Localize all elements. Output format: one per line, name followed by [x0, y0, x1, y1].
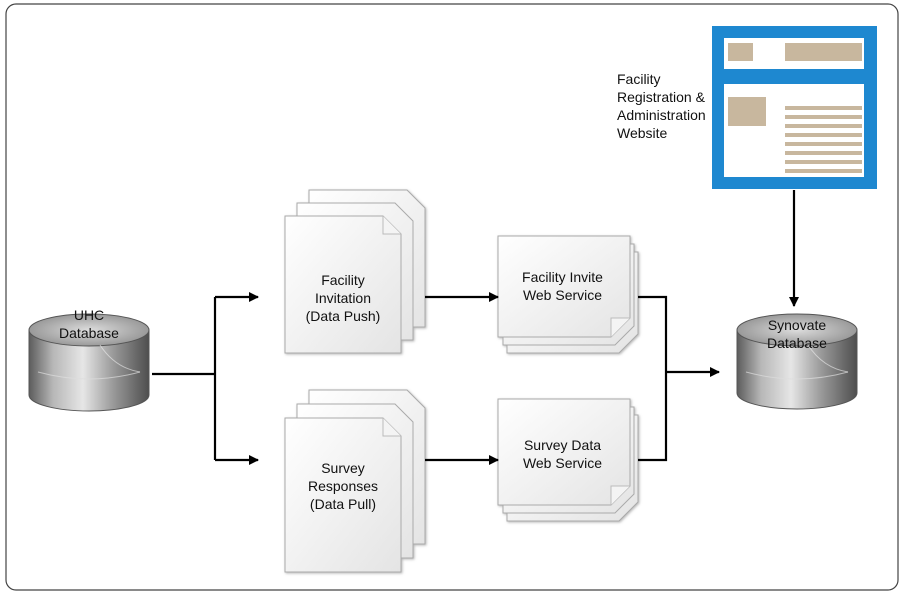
facility-invitation-doc-stack-icon — [284, 189, 426, 354]
survey-responses-label: Survey Responses (Data Pull) — [307, 460, 379, 512]
synovate-database-label: Synovate Database — [767, 317, 827, 351]
facility-invite-web-service-stack-icon — [497, 235, 639, 354]
survey-data-web-service-label: Survey Data Web Service — [522, 437, 603, 471]
uhc-database-label: UHC Database — [59, 307, 119, 341]
synovate-database-icon — [736, 313, 858, 410]
facility-invitation-label: Facility Invitation (Data Push) — [305, 272, 381, 324]
uhc-database-icon — [28, 313, 150, 412]
facility-ws-out-line — [638, 295, 668, 462]
website-icon — [712, 26, 877, 189]
survey-responses-doc-stack-icon — [284, 389, 426, 573]
survey-data-web-service-stack-icon — [497, 398, 639, 522]
facility-invite-web-service-label: Facility Invite Web Service — [522, 269, 603, 303]
website-label: Facility Registration & Administration W… — [617, 71, 706, 141]
connectors — [152, 190, 799, 465]
